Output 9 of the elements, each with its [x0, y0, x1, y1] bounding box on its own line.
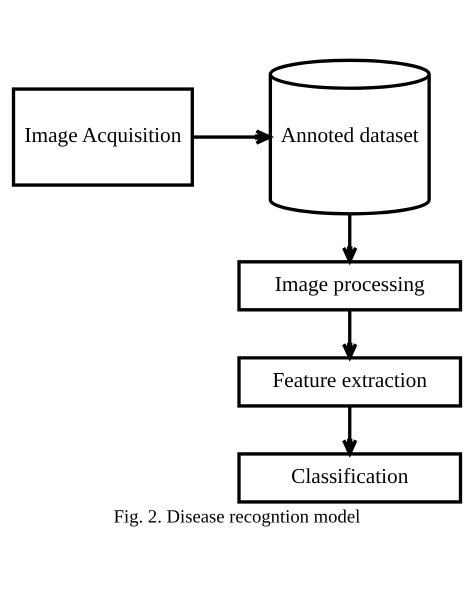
- arrow: [342, 310, 358, 360]
- caption: Fig. 2. Disease recogntion model: [114, 506, 360, 528]
- node-box: Image Acquisition: [12, 87, 194, 187]
- arrow: [342, 406, 358, 456]
- node-box: Image processing: [237, 260, 462, 312]
- node-box: Classification: [237, 452, 462, 504]
- arrow: [342, 214, 358, 264]
- node-box: Feature extraction: [237, 356, 462, 408]
- arrow: [192, 129, 272, 145]
